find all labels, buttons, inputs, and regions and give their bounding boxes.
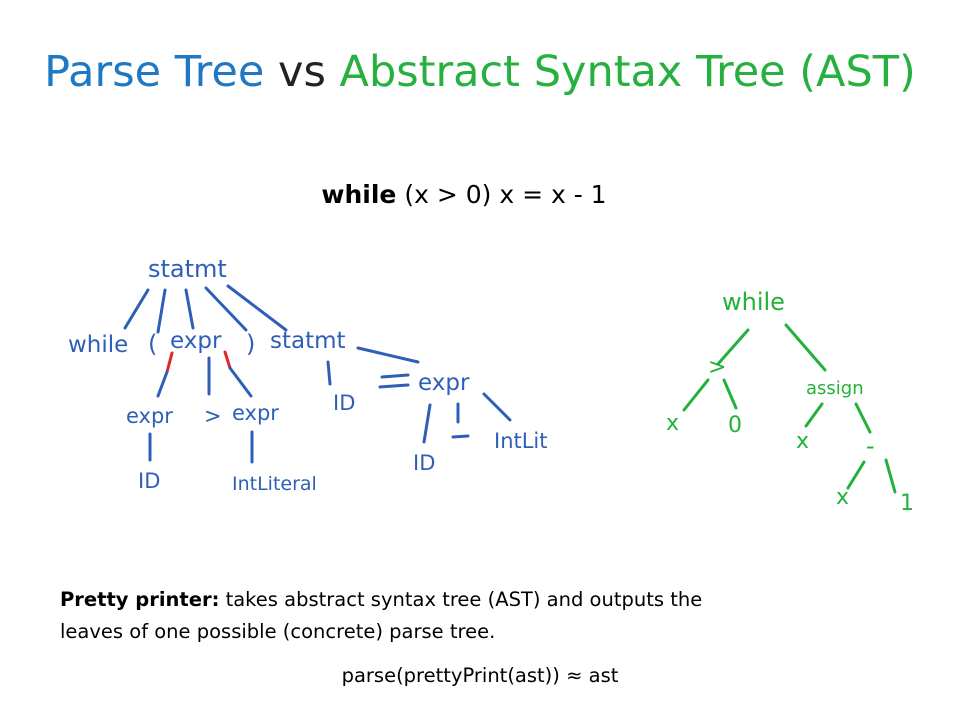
edge-root-rparen <box>204 286 248 332</box>
desc-line1-text: takes abstract syntax tree (AST) and out… <box>219 588 703 611</box>
pretty-printer-description: Pretty printer: takes abstract syntax tr… <box>60 584 920 648</box>
ast-assign: assign <box>806 378 864 399</box>
edge-expr-id <box>422 403 432 444</box>
formula: parse(prettyPrint(ast)) ≈ ast <box>0 660 960 692</box>
ast-zero: 0 <box>728 413 742 438</box>
pt-lparen: ( <box>148 330 157 358</box>
parse-tree: statmt while ( expr ) statmt expr > expr… <box>68 255 548 495</box>
edge-expr-intlit <box>482 392 512 422</box>
pt-intliteral: IntLiteral <box>232 473 317 495</box>
ast-x3: x <box>836 485 849 510</box>
desc-line-1: Pretty printer: takes abstract syntax tr… <box>60 584 920 616</box>
pt-root-statmt: statmt <box>148 255 227 283</box>
title-ast: Abstract Syntax Tree (AST) <box>339 47 916 97</box>
ast-edges <box>682 323 897 494</box>
pt-rparen: ) <box>246 330 255 358</box>
minus-stroke <box>451 434 470 439</box>
ast-x2: x <box>796 429 809 454</box>
ast-gt: > <box>708 355 726 380</box>
edge-expr-exprleft-low <box>156 370 169 398</box>
ast-minus: - <box>866 432 875 460</box>
ast-one: 1 <box>900 491 914 516</box>
example-statement: while (x > 0) x = x - 1 <box>0 175 928 215</box>
parse-tree-edges <box>123 284 512 464</box>
ast-edge-minus-x <box>846 460 866 490</box>
pt-expr: expr <box>170 328 222 354</box>
formula-rhs: ast <box>588 664 619 687</box>
pt-id-left: ID <box>138 469 160 493</box>
pt-statmt: statmt <box>270 328 346 354</box>
edge-root-lparen <box>156 288 167 334</box>
ast-edge-minus-one <box>884 458 897 494</box>
pt-id-assign: ID <box>333 391 355 415</box>
edge-statmt-expr <box>356 346 420 364</box>
edge-root-while <box>123 288 150 330</box>
ast-x1: x <box>666 411 679 436</box>
edge-equals-top <box>380 373 410 379</box>
edge-root-statmt <box>226 284 288 332</box>
pt-gt: > <box>204 404 222 428</box>
edge-statmt-id <box>326 360 332 386</box>
edge-expr-exprright-top <box>223 350 232 370</box>
ast-edge-assign-x <box>804 402 824 428</box>
pt-expr-left: expr <box>126 404 173 428</box>
title-vs: vs <box>278 47 326 97</box>
pt-expr-assign: expr <box>418 370 470 396</box>
slide-title: Parse Tree vs Abstract Syntax Tree (AST) <box>0 42 960 102</box>
pt-while: while <box>68 332 128 358</box>
pt-intlit: IntLit <box>494 429 548 453</box>
pt-id-sub: ID <box>413 451 435 475</box>
ast-while: while <box>722 288 785 316</box>
example-keyword: while <box>321 180 397 209</box>
edge-root-expr <box>184 288 195 330</box>
edge-equals-bottom <box>378 383 410 389</box>
ast-edge-while-assign <box>784 323 827 372</box>
approx-symbol: ≈ <box>566 664 583 687</box>
edge-expr-exprleft <box>165 351 174 374</box>
ast-edge-while-gt <box>716 328 750 366</box>
ast-edge-gt-x <box>682 378 710 412</box>
pt-expr-right: expr <box>232 401 279 425</box>
formula-lhs: parse(prettyPrint(ast)) <box>341 664 560 687</box>
desc-line-2: leaves of one possible (concrete) parse … <box>60 620 496 643</box>
edge-expr-exprright-low <box>228 366 253 398</box>
ast-edge-gt-zero <box>722 378 738 410</box>
ast-tree: while > x 0 assign x - x 1 <box>666 288 914 516</box>
title-parse-tree: Parse Tree <box>44 47 265 97</box>
desc-term: Pretty printer: <box>60 588 220 611</box>
ast-edge-assign-minus <box>854 402 872 434</box>
example-rest: (x > 0) x = x - 1 <box>396 180 607 209</box>
